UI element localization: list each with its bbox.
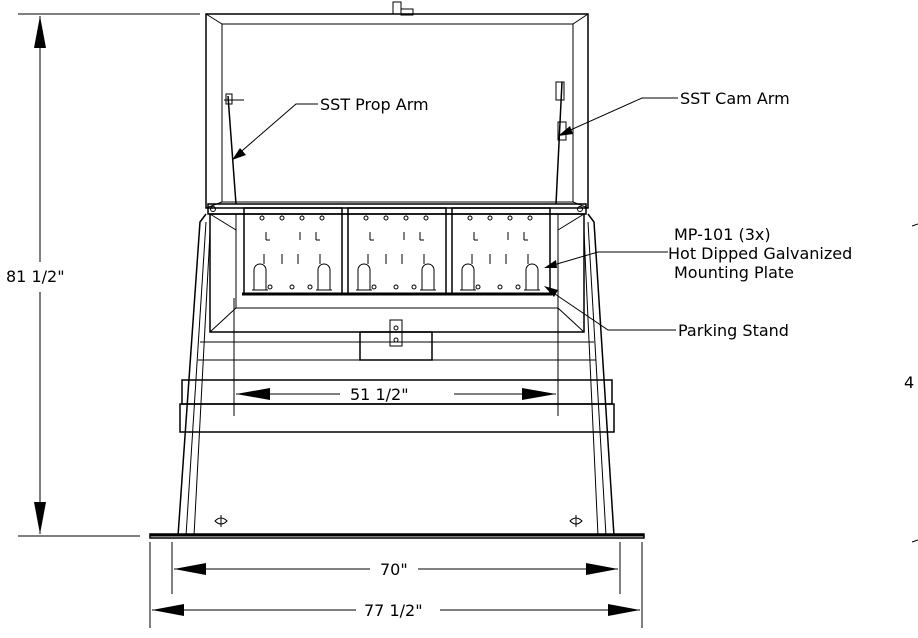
label-hot-dipped-galvanized: Hot Dipped Galvanized: [668, 244, 852, 263]
label-mounting-plate: Mounting Plate: [674, 263, 794, 282]
edge-dimension-fragment: 4: [904, 223, 918, 543]
dim-label-inner-width: 51 1/2": [350, 385, 409, 404]
front-handle-icon: [359, 319, 433, 361]
label-sst-cam-arm: SST Cam Arm: [680, 89, 790, 108]
callout-cam-arm: SST Cam Arm: [558, 89, 790, 136]
top-latch-icon: [392, 1, 414, 16]
dim-label-overall-width: 77 1/2": [364, 601, 423, 620]
dim-label-base-width: 70": [380, 560, 408, 579]
dim-label-height: 81 1/2": [6, 267, 65, 286]
label-sst-prop-arm: SST Prop Arm: [320, 95, 429, 114]
dimension-overall-width: 77 1/2": [149, 542, 643, 628]
enclosure-outline: [149, 1, 645, 539]
anchor-bolt-left-icon: [214, 515, 228, 527]
callout-prop-arm: SST Prop Arm: [232, 95, 429, 160]
sst-cam-arm: [555, 81, 567, 205]
dimension-base-width: 70": [171, 542, 621, 594]
open-lid-inner: [221, 23, 574, 203]
label-parking-stand: Parking Stand: [678, 321, 789, 340]
body-lower-band: [179, 403, 615, 433]
callout-mounting-plate: MP-101 (3x) Hot Dipped Galvanized Mounti…: [544, 225, 852, 282]
label-mp-101: MP-101 (3x): [674, 225, 771, 244]
dim-label-edge-fragment: 4: [904, 373, 914, 392]
callout-parking-stand: Parking Stand: [544, 286, 789, 340]
anchor-bolt-right-icon: [569, 515, 583, 527]
mounting-plate-right: [451, 207, 551, 295]
mounting-plate-center: [347, 207, 447, 295]
sst-prop-arm: [224, 93, 244, 205]
hinge-rail: [207, 203, 587, 215]
mounting-plate-left: [243, 207, 343, 295]
dimension-height: 81 1/2": [6, 13, 200, 537]
dimension-inner-width: 51 1/2": [233, 298, 559, 416]
